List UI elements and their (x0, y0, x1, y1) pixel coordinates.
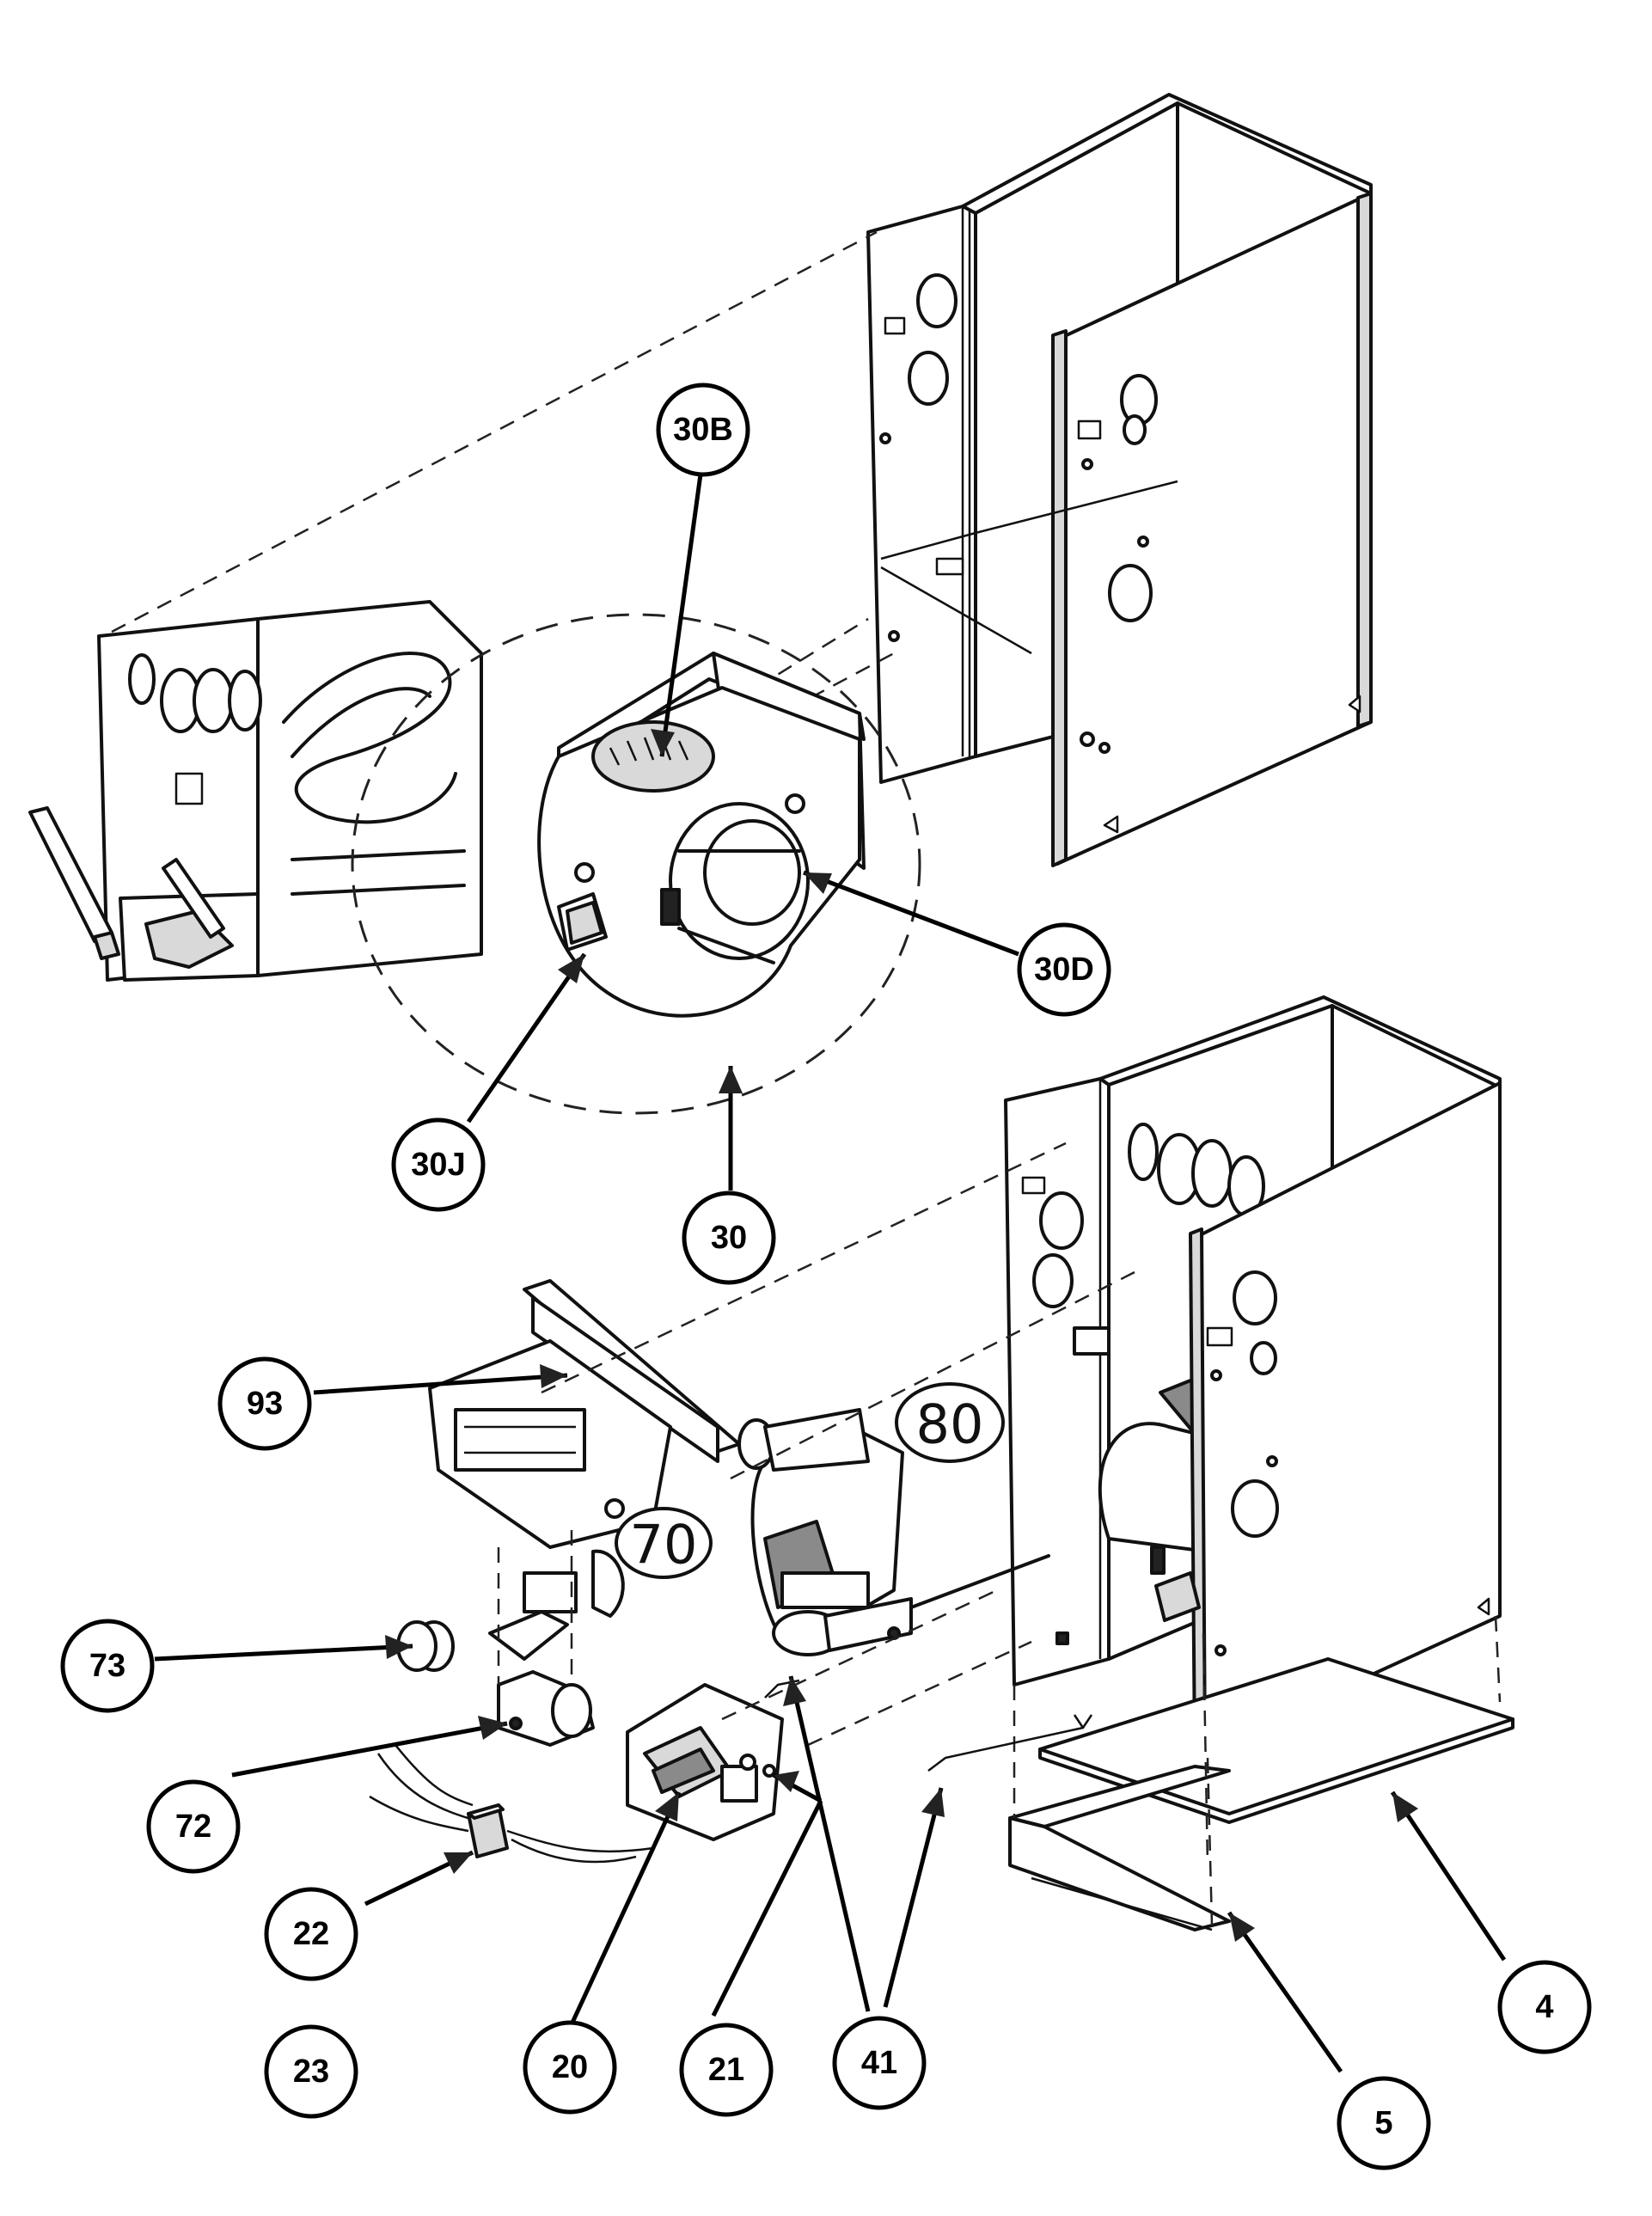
callout-30d: 30D (1017, 922, 1111, 1017)
heat-exchanger (28, 600, 483, 982)
callout-30-label: 30 (711, 1220, 747, 1256)
label-80-text: 80 (916, 1393, 984, 1456)
callout-23-label: 23 (293, 2054, 329, 2090)
callout-93: 93 (217, 1356, 312, 1451)
callout-21-label: 21 (708, 2052, 744, 2088)
callout-30: 30 (682, 1191, 776, 1285)
callout-20-label: 20 (552, 2049, 588, 2085)
callout-23: 23 (264, 2024, 358, 2119)
burner-box (428, 1279, 741, 1661)
fitting (396, 1620, 455, 1672)
pilot-assembly (497, 1670, 595, 1747)
control-box (626, 1683, 784, 1841)
lower-cabinet (1004, 995, 1502, 1757)
callout-72-label: 72 (175, 1809, 211, 1845)
wiring-harness (369, 1744, 654, 1864)
handwritten-label-80: 80 (895, 1382, 1005, 1463)
leader-lines (154, 474, 1507, 2073)
inducer-assembly (737, 1408, 1050, 1656)
callout-30j: 30J (391, 1117, 486, 1212)
callout-5-label: 5 (1374, 2105, 1392, 2141)
callout-73: 73 (60, 1619, 155, 1713)
label-70-text: 70 (630, 1514, 698, 1576)
callout-30j-label: 30J (411, 1147, 465, 1183)
callout-30b-label: 30B (673, 412, 733, 448)
callout-22-label: 22 (293, 1916, 329, 1952)
callout-4: 4 (1497, 1960, 1592, 2054)
callout-72: 72 (146, 1779, 241, 1874)
callout-73-label: 73 (89, 1648, 125, 1684)
callout-30d-label: 30D (1034, 952, 1094, 988)
callout-93-label: 93 (247, 1386, 283, 1422)
callout-41-label: 41 (861, 2045, 897, 2081)
upper-cabinet (866, 93, 1373, 867)
callout-22: 22 (264, 1887, 358, 1981)
callout-20: 20 (523, 2020, 617, 2115)
callout-41: 41 (832, 2016, 927, 2110)
callout-21: 21 (679, 2023, 774, 2117)
callout-30b: 30B (656, 383, 750, 477)
filter-rail (1008, 1765, 1231, 1931)
handwritten-label-70: 70 (615, 1507, 713, 1579)
callout-5: 5 (1337, 2076, 1431, 2170)
callout-4-label: 4 (1535, 1989, 1553, 2025)
blower-assembly (351, 613, 921, 1115)
